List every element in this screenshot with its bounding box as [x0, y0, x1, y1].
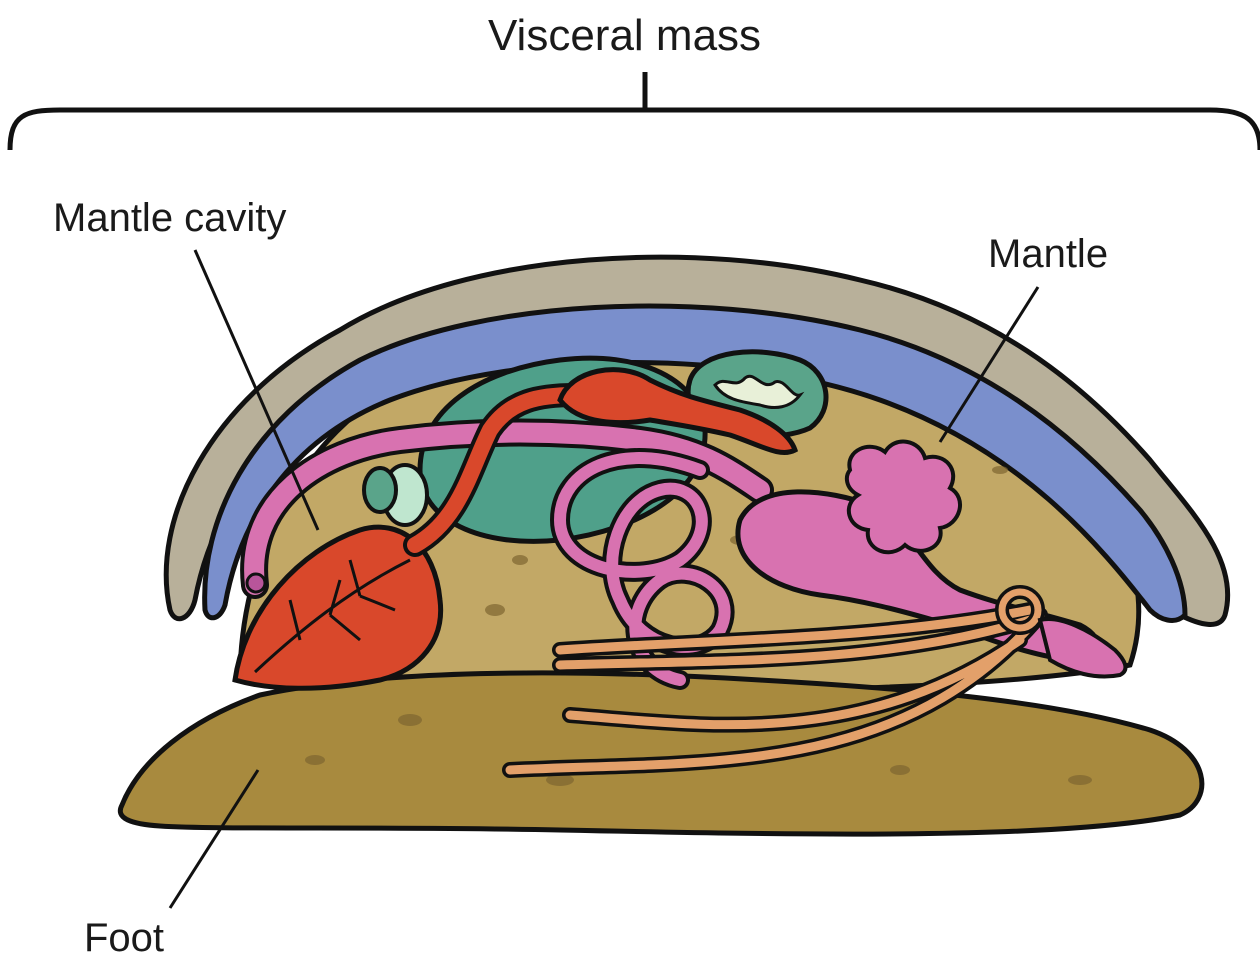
label-mantle: Mantle	[988, 234, 1108, 274]
label-mantle-cavity: Mantle cavity	[53, 198, 286, 238]
visceral-mass-bracket	[10, 72, 1260, 150]
label-visceral-mass: Visceral mass	[488, 14, 761, 58]
label-foot: Foot	[84, 918, 164, 958]
foot	[120, 673, 1202, 834]
